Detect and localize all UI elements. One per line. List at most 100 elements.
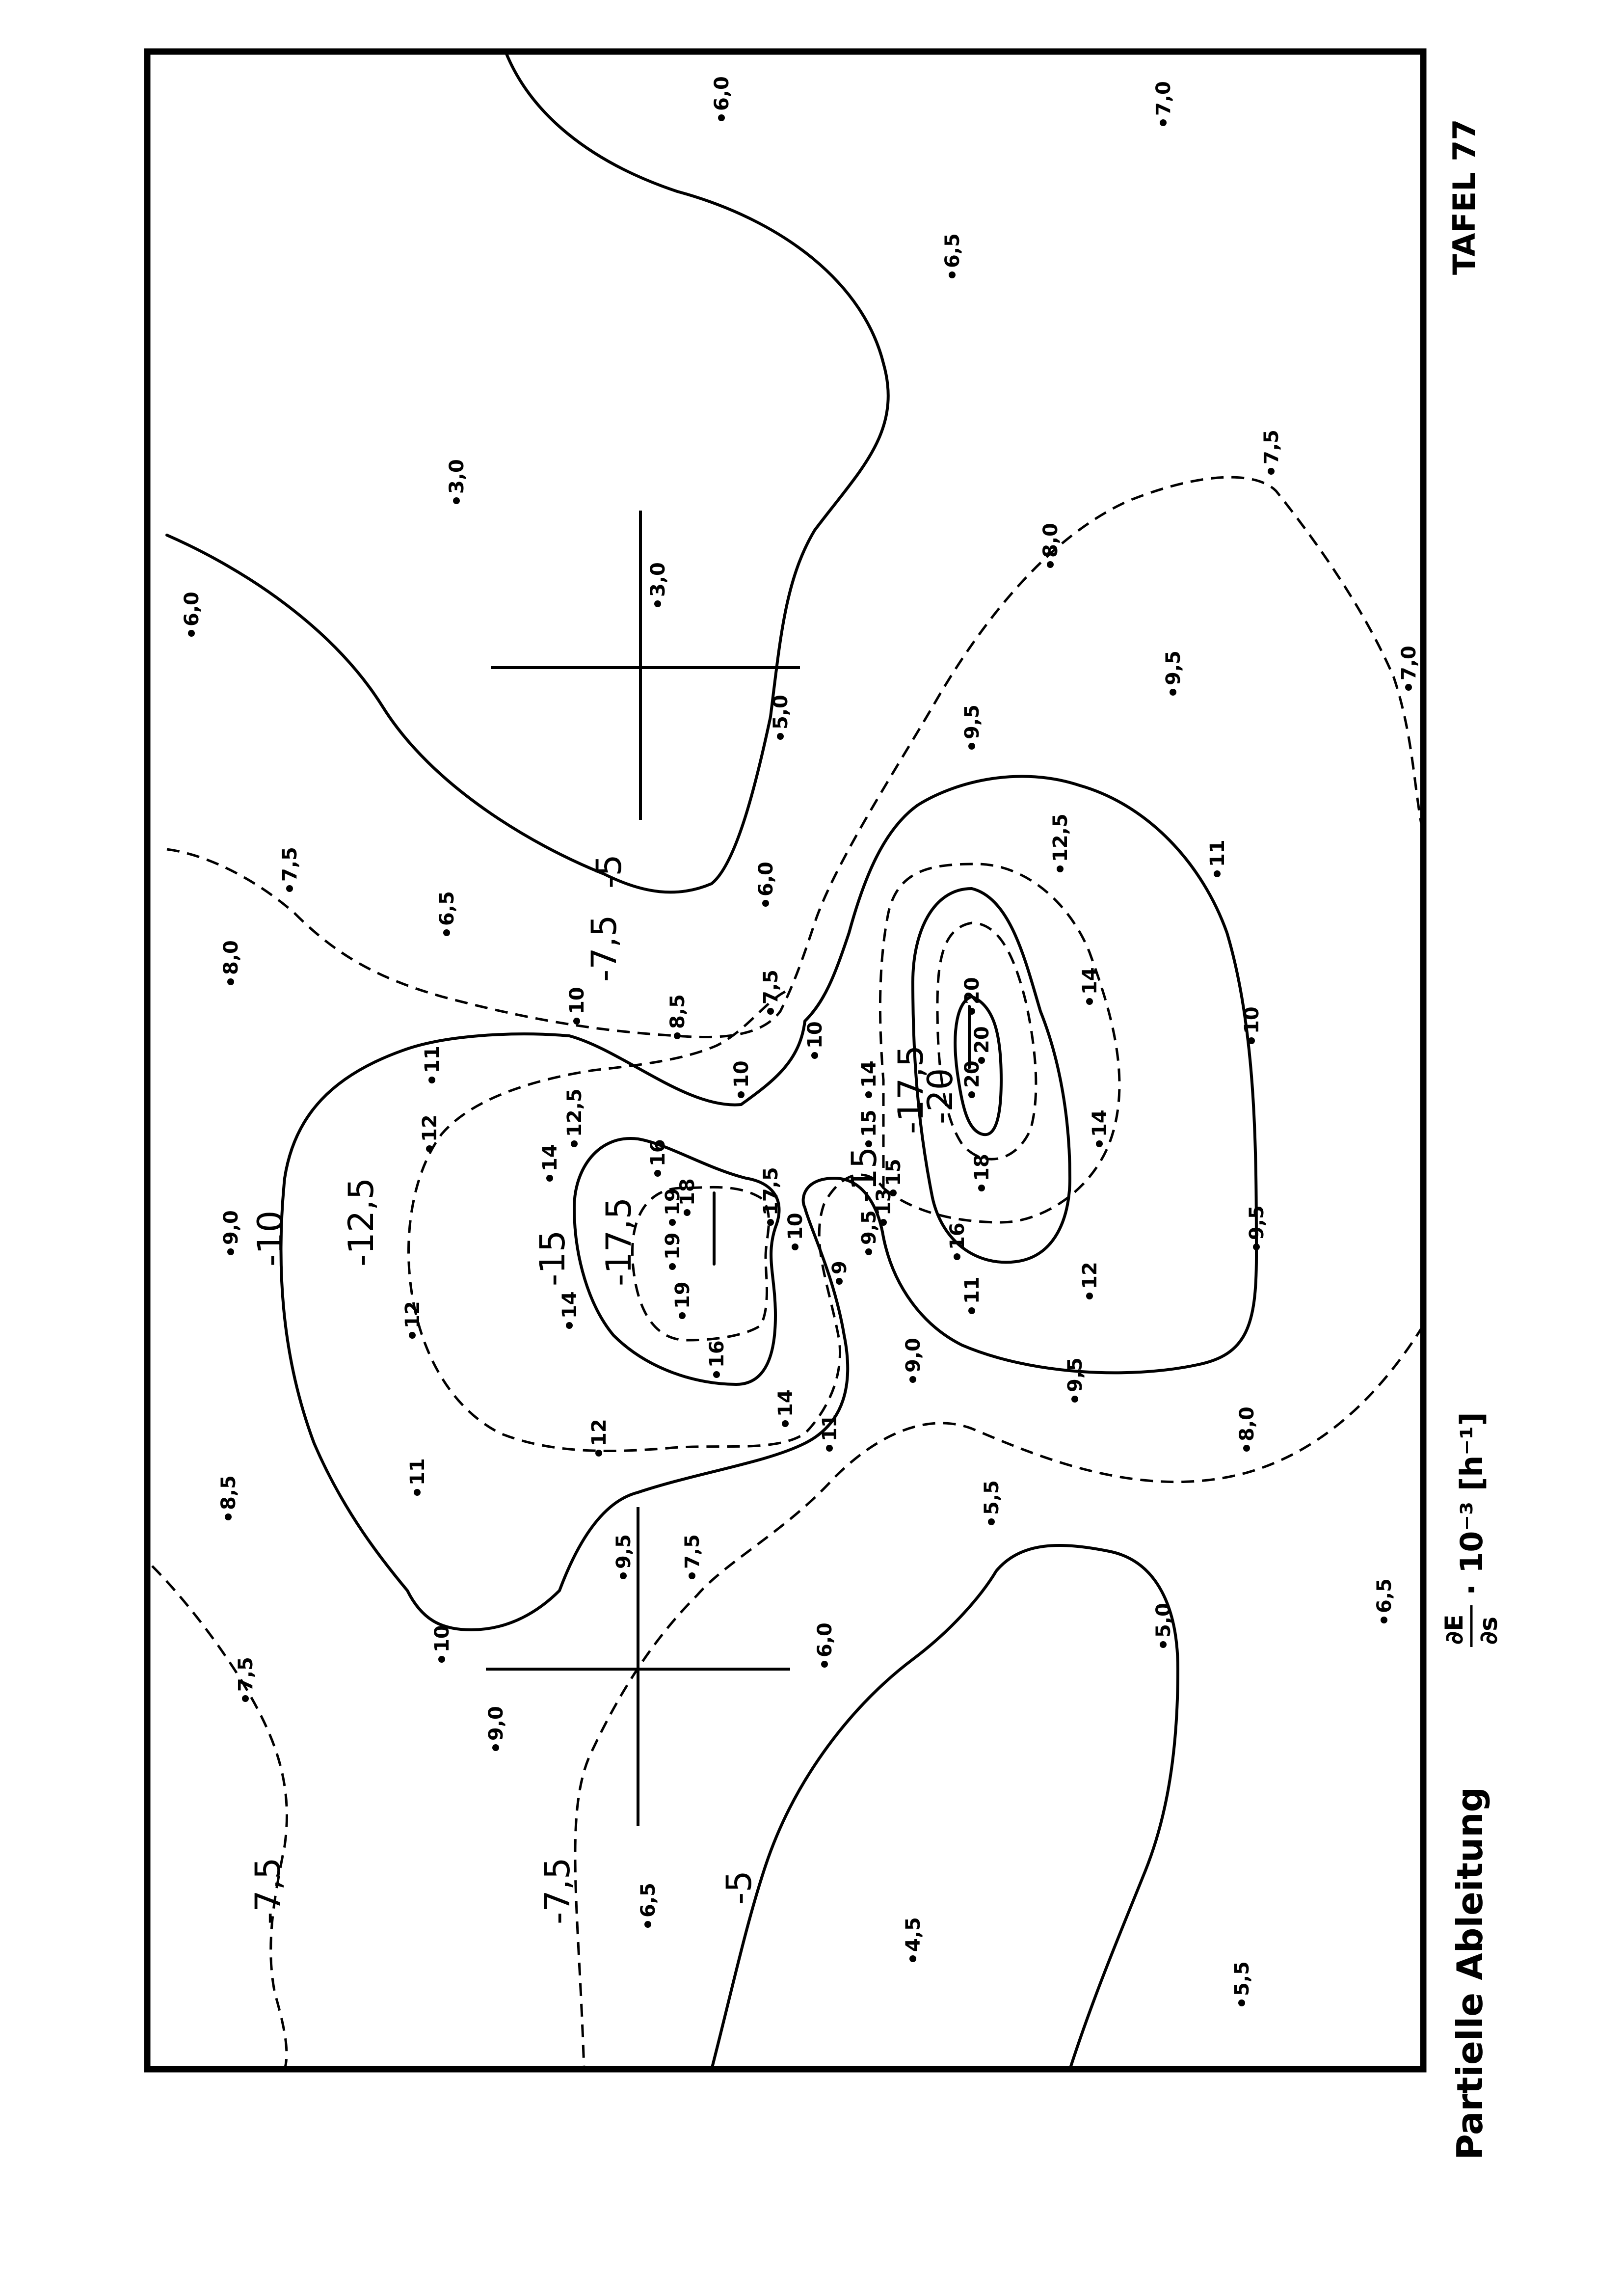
station-value: 3,0 <box>446 459 468 494</box>
station-value: 9,5 <box>961 704 984 739</box>
station-value: 10 <box>566 987 588 1014</box>
plate-title: TAFEL 77 <box>1446 119 1482 275</box>
station-point <box>762 900 769 907</box>
station-point <box>286 885 293 892</box>
station-point <box>644 1921 651 1928</box>
station-point <box>865 1248 872 1255</box>
station-point <box>890 1189 897 1196</box>
station-value: 8,0 <box>1039 523 1062 558</box>
station-point <box>767 1008 774 1015</box>
station-value: 14 <box>539 1144 561 1171</box>
station-point <box>188 630 195 637</box>
station-value: 10 <box>431 1625 453 1652</box>
station-point <box>654 600 661 607</box>
station-value: 9,5 <box>1064 1357 1087 1392</box>
station-point <box>1253 1243 1260 1250</box>
station-value: 5,0 <box>770 695 792 729</box>
station-point <box>1160 1641 1167 1648</box>
station-value: 7,5 <box>1260 430 1283 464</box>
station-value: 7,5 <box>760 970 782 1004</box>
station-point <box>1160 119 1167 126</box>
station-value: 9,0 <box>485 1706 507 1741</box>
station-point <box>978 1185 985 1191</box>
map-frame <box>144 48 1427 2073</box>
station-point <box>438 1656 445 1663</box>
station-value: 8,5 <box>217 1475 240 1510</box>
station-point <box>227 978 234 985</box>
contour-label: -10 <box>250 1211 291 1267</box>
station-value: 11 <box>421 1046 444 1073</box>
caption-prefix: Partielle Ableitung <box>1449 1787 1490 2160</box>
station-value: 14 <box>858 1060 880 1088</box>
station-value: 9,0 <box>220 1210 242 1245</box>
contour-label: -15 <box>844 1147 884 1203</box>
station-point <box>1057 865 1064 872</box>
station-value: 7,5 <box>681 1534 704 1569</box>
isoline-dashed <box>878 863 1121 1224</box>
station-point <box>1170 689 1176 696</box>
station-value: 11 <box>1206 839 1229 867</box>
isoline-solid <box>573 1137 781 1386</box>
station-value: 6,0 <box>711 76 733 111</box>
station-point <box>777 733 784 740</box>
contour-label: -17,5 <box>599 1197 639 1286</box>
station-point <box>1047 561 1054 568</box>
station-point <box>1071 1396 1078 1403</box>
station-value: 15 <box>858 1109 880 1137</box>
station-value: 8,0 <box>1236 1406 1258 1441</box>
station-value: 15 <box>882 1159 905 1186</box>
station-value: 6,5 <box>436 891 458 926</box>
isoline-dashed <box>631 1186 771 1342</box>
station-point <box>1243 1445 1250 1452</box>
station-value: 9,5 <box>612 1534 635 1569</box>
station-point <box>836 1278 843 1285</box>
station-value: 12 <box>401 1301 424 1328</box>
station-value: 14 <box>559 1291 581 1319</box>
station-value: 16 <box>946 1222 969 1250</box>
station-value: 20 <box>961 977 984 1004</box>
station-point <box>968 1307 975 1314</box>
station-value: 6,0 <box>755 862 777 896</box>
station-point <box>909 1955 916 1962</box>
station-point <box>654 1170 661 1177</box>
station-value: 9,5 <box>1246 1205 1268 1240</box>
station-point <box>1086 1293 1093 1299</box>
station-value: 10 <box>730 1060 753 1088</box>
station-point <box>782 1420 789 1427</box>
station-value: 19 <box>671 1281 694 1309</box>
station-point <box>571 1140 578 1147</box>
station-value: 5,5 <box>981 1480 1003 1515</box>
station-point <box>821 1661 828 1668</box>
station-point <box>225 1513 232 1520</box>
isoline-dashed <box>166 476 1425 1039</box>
station-point <box>684 1209 691 1216</box>
station-value: 19 <box>662 1188 684 1216</box>
station-point <box>428 1077 435 1083</box>
station-value: 20 <box>971 1026 993 1053</box>
station-value: 10 <box>804 1021 826 1049</box>
station-point <box>968 1091 975 1098</box>
station-value: 6,5 <box>637 1883 660 1918</box>
station-value: 9,5 <box>858 1210 880 1245</box>
station-value: 11 <box>961 1276 984 1304</box>
station-point <box>674 1032 681 1039</box>
station-value: 6,0 <box>181 592 203 626</box>
isoline-solid <box>954 995 1003 1136</box>
caption-fraction-denominator: ∂s <box>1474 1617 1503 1645</box>
isoline-solid <box>165 50 890 894</box>
station-value: 9 <box>828 1261 851 1274</box>
station-point <box>954 1253 960 1260</box>
contour-label: -7,5 <box>537 1857 578 1924</box>
station-point <box>949 271 956 278</box>
station-point <box>880 1219 887 1226</box>
station-value: 11 <box>819 1414 841 1441</box>
station-value: 12,5 <box>563 1088 586 1137</box>
station-point <box>573 1018 580 1025</box>
station-point <box>978 1057 985 1064</box>
contour-label: -7,5 <box>584 915 624 982</box>
station-value: 18 <box>971 1154 993 1181</box>
station-point <box>620 1572 627 1579</box>
contour-label: -7,5 <box>248 1857 288 1924</box>
